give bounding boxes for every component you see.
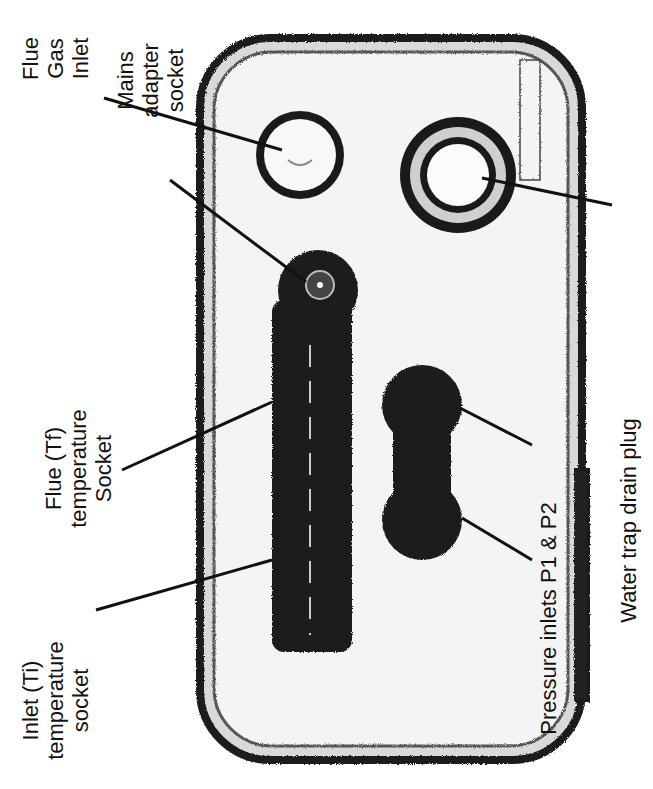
water-trap-drain-plug <box>400 117 516 233</box>
part-label: Flue Gas Inlet <box>18 19 93 97</box>
socket-strip <box>272 250 358 652</box>
pressure-inlets <box>382 365 462 560</box>
part-label: Mains adapter socket <box>113 25 188 135</box>
leader-lines <box>96 98 612 610</box>
flue-gas-inlet <box>256 111 344 199</box>
housing <box>200 38 588 760</box>
part-label: Water trap drain plug <box>616 418 641 623</box>
part-label: Flue (Tf) temperature Socket <box>41 393 116 543</box>
part-label: Pressure inlets P1 & P2 <box>536 502 561 734</box>
part-label: Inlet (Ti) temperature socket <box>18 633 93 768</box>
mains-socket-pin <box>306 271 334 635</box>
